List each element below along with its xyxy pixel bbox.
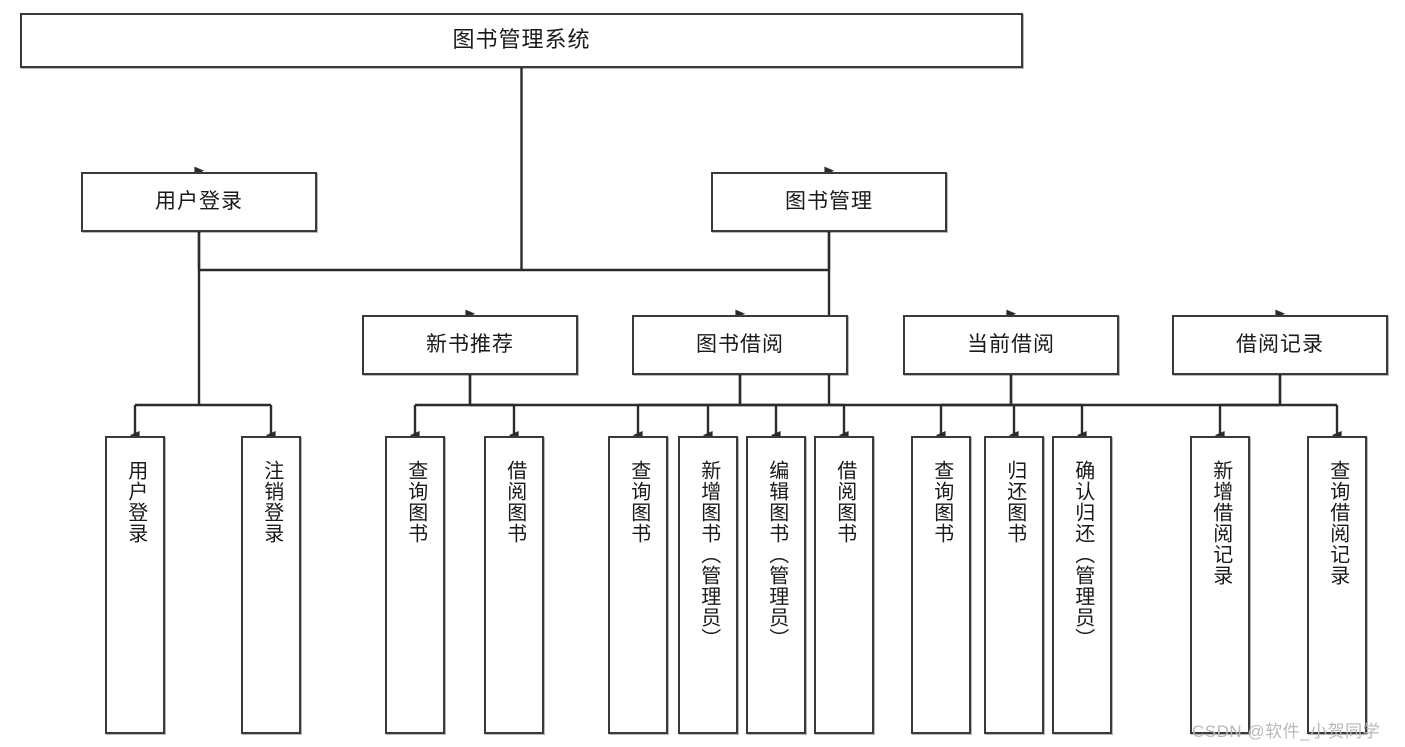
node-label: 当前借阅 [967, 333, 1055, 357]
node-new-book-recommend[interactable]: 新书推荐 [362, 315, 578, 375]
node-leaf-borrow-edit-book[interactable]: 编辑图书（管理员） [746, 436, 806, 734]
node-leaf-rec-query-book[interactable]: 查询图书 [385, 436, 445, 734]
node-label: 查询图书 [627, 460, 650, 544]
node-label: 用户登录 [155, 190, 243, 214]
node-user-login[interactable]: 用户登录 [81, 172, 317, 232]
node-label: 注销登录 [260, 460, 283, 544]
node-label: 新增借阅记录 [1209, 460, 1232, 586]
node-leaf-cur-return-book[interactable]: 归还图书 [984, 436, 1044, 734]
node-label: 借阅图书 [503, 460, 526, 544]
node-label: 归还图书 [1003, 460, 1026, 544]
node-leaf-borrow-borrow-book[interactable]: 借阅图书 [814, 436, 874, 734]
node-book-borrow[interactable]: 图书借阅 [632, 315, 848, 375]
node-current-borrow[interactable]: 当前借阅 [903, 315, 1119, 375]
node-borrow-record[interactable]: 借阅记录 [1172, 315, 1388, 375]
node-label: 查询图书 [404, 460, 427, 544]
node-leaf-borrow-add-book[interactable]: 新增图书（管理员） [678, 436, 738, 734]
node-label: 借阅图书 [833, 460, 856, 544]
node-book-manage[interactable]: 图书管理 [711, 172, 947, 232]
node-root[interactable]: 图书管理系统 [20, 13, 1023, 68]
node-label: 新书推荐 [426, 333, 514, 357]
node-leaf-rec-add-record[interactable]: 新增借阅记录 [1190, 436, 1250, 734]
node-label: 用户登录 [124, 460, 147, 544]
node-label: 图书借阅 [696, 333, 784, 357]
node-leaf-cur-query-book[interactable]: 查询图书 [911, 436, 971, 734]
node-leaf-rec-borrow-book[interactable]: 借阅图书 [484, 436, 544, 734]
node-label: 确认归还（管理员） [1071, 460, 1094, 649]
node-label: 图书管理 [785, 190, 873, 214]
node-label: 借阅记录 [1236, 333, 1324, 357]
node-label: 编辑图书（管理员） [765, 460, 788, 649]
node-label: 新增图书（管理员） [697, 460, 720, 649]
node-leaf-rec-query-record[interactable]: 查询借阅记录 [1307, 436, 1367, 734]
node-label: 查询图书 [930, 460, 953, 544]
node-leaf-borrow-query-book[interactable]: 查询图书 [608, 436, 668, 734]
node-label: 查询借阅记录 [1326, 460, 1349, 586]
node-leaf-user-login[interactable]: 用户登录 [105, 436, 165, 734]
node-leaf-cur-confirm-return[interactable]: 确认归还（管理员） [1052, 436, 1112, 734]
node-label: 图书管理系统 [452, 27, 591, 53]
node-leaf-user-logout[interactable]: 注销登录 [241, 436, 301, 734]
csdn-watermark: CSDN @软件_小贺同学 [1192, 722, 1381, 741]
edge-paths [129, 68, 1342, 440]
